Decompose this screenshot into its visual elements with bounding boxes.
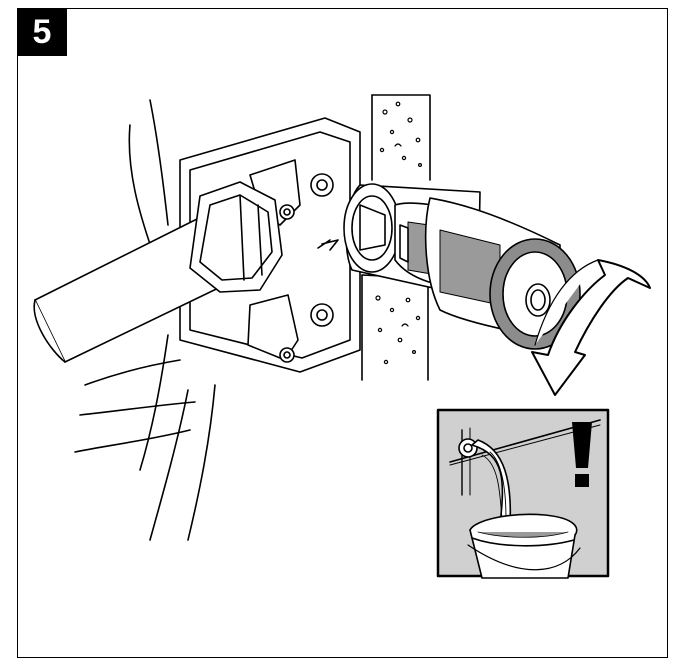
exclamation-warning-icon: [572, 422, 592, 487]
rotate-counterclockwise-arrow-icon: [531, 259, 651, 396]
background-contour-lines: [74, 99, 216, 541]
step-number: 5: [32, 13, 52, 51]
step-number-badge: 5: [17, 8, 67, 56]
coupling-nut: [189, 181, 283, 293]
filter-housing: [317, 183, 581, 350]
supply-hose: [33, 214, 236, 363]
